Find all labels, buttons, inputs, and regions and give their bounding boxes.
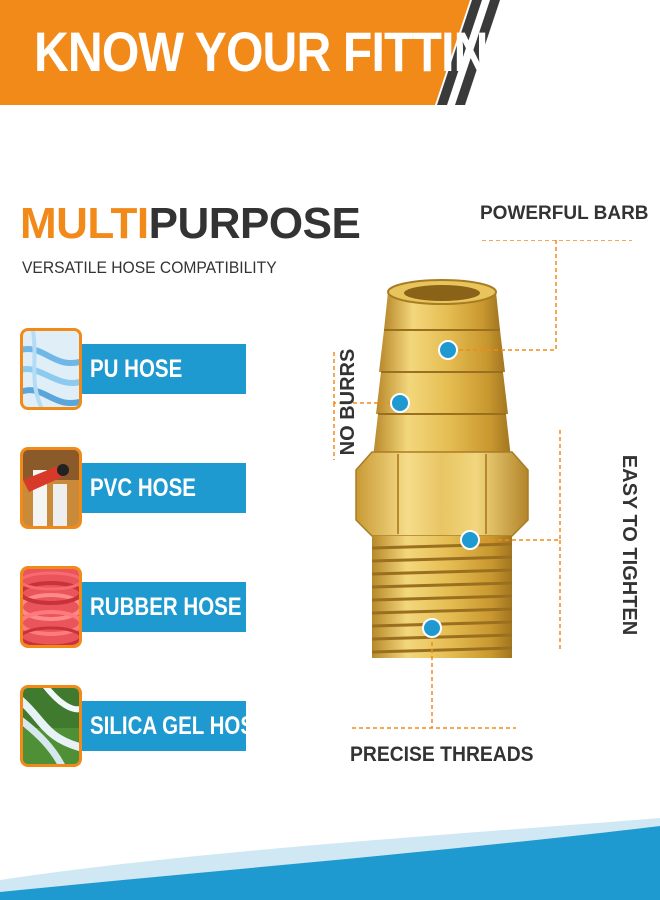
heading-accent-word: MULTI: [20, 199, 149, 248]
clear-blue-tubing-image: [20, 328, 82, 410]
hose-label-bar: PVC HOSE: [82, 463, 246, 513]
multipurpose-heading: MULTIPURPOSE: [20, 196, 361, 252]
callout-dots: [390, 340, 480, 638]
callout-easy-to-tighten: EASY TO TIGHTEN: [618, 454, 640, 636]
hose-label: PVC HOSE: [90, 474, 196, 502]
heading-main-word: PURPOSE: [148, 199, 361, 248]
hose-item-rubber: RUBBER HOSE: [20, 566, 246, 648]
callout-no-burrs: NO BURRS: [337, 348, 359, 456]
leader-lines: [333, 240, 632, 729]
hose-item-silica: SILICA GEL HOSE: [20, 685, 268, 767]
footer-swoosh: [0, 818, 660, 900]
hose-label-bar: PU HOSE: [82, 344, 246, 394]
hex-nut: [355, 451, 529, 537]
hose-label: PU HOSE: [90, 355, 183, 383]
brass-fitting-illustration: [333, 240, 632, 729]
clear-hose-on-grass-image: [20, 685, 82, 767]
heading-subtitle: VERSATILE HOSE COMPATIBILITY: [22, 258, 277, 277]
hose-label-bar: RUBBER HOSE: [82, 582, 246, 632]
thread-section: [371, 536, 513, 658]
callout-precise-threads: PRECISE THREADS: [350, 743, 534, 766]
banner-shape: [0, 0, 500, 105]
hose-item-pu: PU HOSE: [20, 328, 246, 410]
hose-label: SILICA GEL HOSE: [90, 712, 268, 740]
barb-section: [373, 279, 511, 458]
hose-item-pvc: PVC HOSE: [20, 447, 246, 529]
header-banner: KNOW YOUR FITTING: [0, 0, 660, 105]
hose-label: RUBBER HOSE: [90, 593, 242, 621]
callout-powerful-barb: POWERFUL BARB: [480, 203, 649, 224]
hose-label-bar: SILICA GEL HOSE: [82, 701, 268, 751]
banner-title: KNOW YOUR FITTING: [34, 20, 525, 83]
red-rubber-hose-coil-image: [20, 566, 82, 648]
pvc-pipe-cutter-image: [20, 447, 82, 529]
